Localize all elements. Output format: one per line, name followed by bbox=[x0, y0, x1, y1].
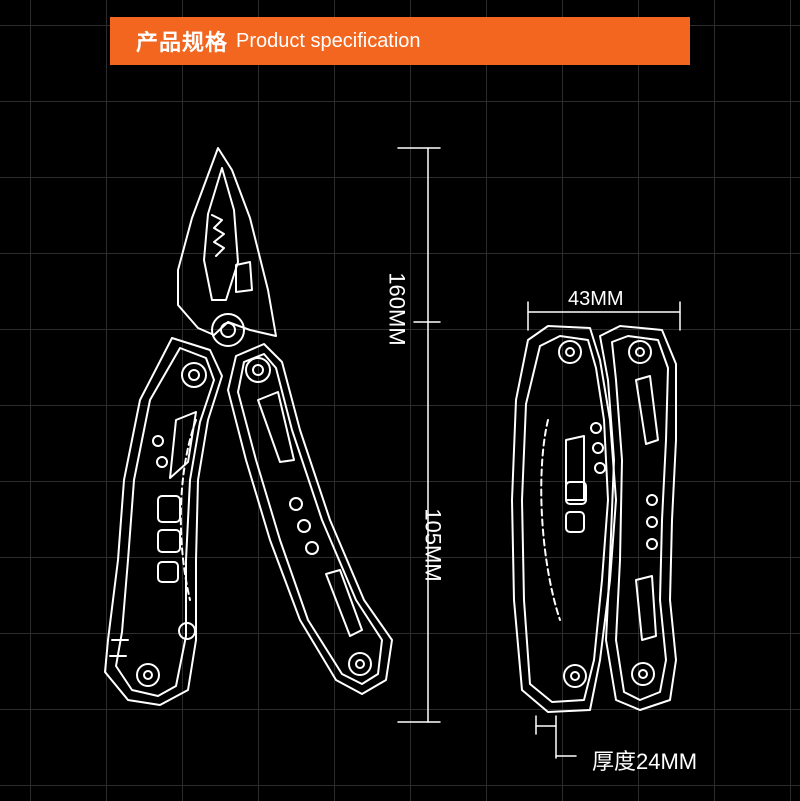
thickness-label: 厚度24MM bbox=[592, 749, 698, 774]
handle-length-label: 105MM bbox=[420, 508, 446, 582]
total-length-label: 160MM bbox=[384, 272, 410, 346]
header-banner: 产品规格 Product specification bbox=[110, 17, 690, 65]
open-pliers-drawing bbox=[104, 147, 393, 706]
header-title-cn: 产品规格 bbox=[136, 30, 229, 55]
width-label: 43MM bbox=[568, 288, 624, 310]
header-title-en: Product specification bbox=[236, 29, 421, 52]
folded-tool-drawing bbox=[511, 325, 677, 713]
dimension-lines bbox=[397, 147, 681, 759]
